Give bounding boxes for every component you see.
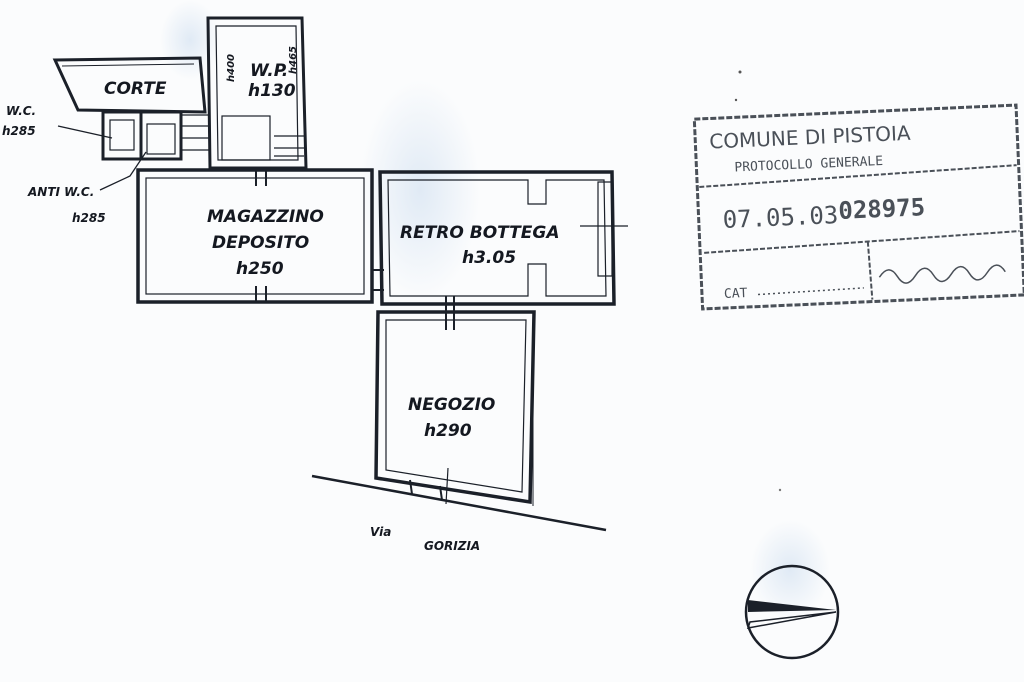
retro-bottega-height: h3.05: [462, 248, 516, 268]
wp-side-left: h400: [226, 54, 237, 82]
stamp-protocol: PROTOCOLLO GENERALE: [734, 154, 883, 175]
protocol-stamp: COMUNE DI PISTOIA PROTOCOLLO GENERALE 07…: [692, 103, 1024, 311]
paper-stain: [750, 520, 830, 620]
speck: [734, 98, 738, 102]
speck: [738, 70, 742, 74]
magazzino-height: h250: [236, 259, 284, 279]
deposito-label: DEPOSITO: [212, 233, 309, 253]
leader-lines: [57, 125, 147, 191]
wp-label: W.P.: [250, 61, 288, 81]
stamp-municipality: COMUNE DI PISTOIA: [709, 121, 912, 154]
wp-side-right: h465: [288, 46, 299, 74]
negozio-height: h290: [424, 421, 472, 441]
negozio-label: NEGOZIO: [408, 395, 495, 415]
street-prefix: Via: [370, 525, 391, 539]
stamp-date: 07.05.03: [722, 201, 839, 234]
wc-top-height: h285: [2, 124, 36, 138]
speck: [778, 488, 782, 492]
stamp-signature: [878, 264, 1006, 284]
paper-stain: [360, 80, 480, 300]
retro-bottega-label: RETRO BOTTEGA: [400, 223, 559, 243]
walls: [52, 16, 628, 506]
stamp-cat: CAT: [724, 286, 748, 302]
street-name: GORIZIA: [424, 539, 480, 553]
magazzino-label: MAGAZZINO: [207, 207, 324, 227]
wc-top-label: W.C.: [6, 104, 36, 118]
north-arrow-icon: [744, 564, 840, 660]
street-line: [311, 474, 607, 532]
wp-height: h130: [248, 81, 296, 101]
corte-label: CORTE: [104, 79, 167, 99]
stamp-number: 028975: [838, 193, 926, 225]
paper-stain: [160, 0, 220, 80]
anti-wc-height: h285: [72, 211, 106, 225]
anti-wc-label: ANTI W.C.: [27, 185, 94, 199]
